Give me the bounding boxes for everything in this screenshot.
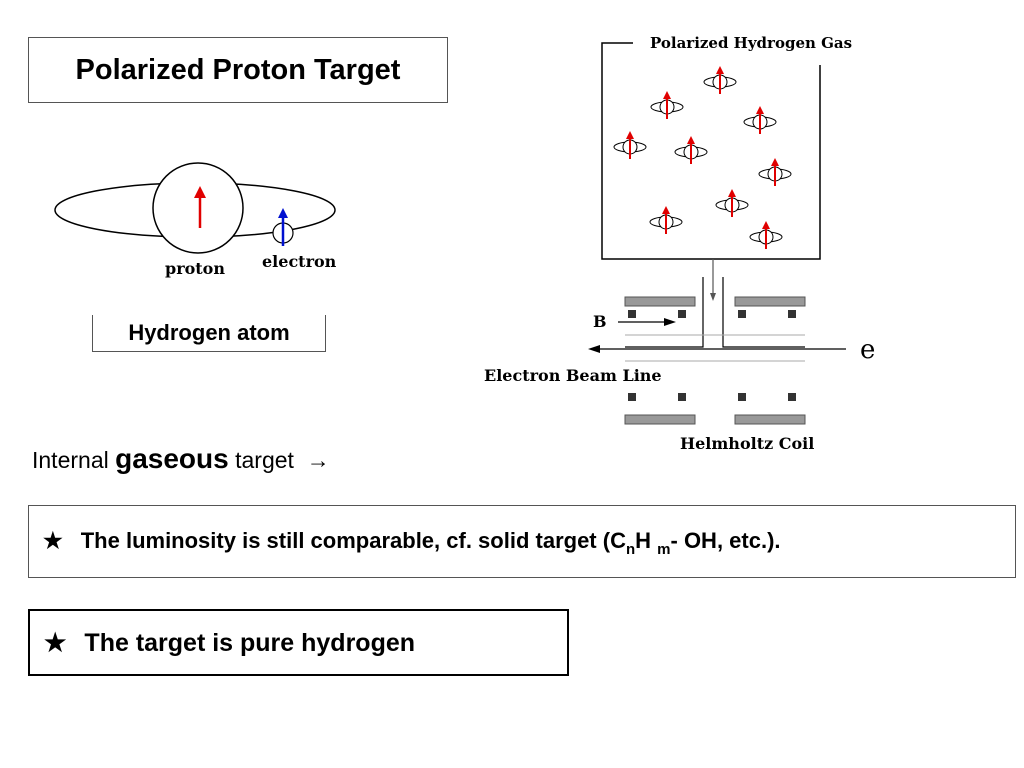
internal-prefix: Internal — [32, 447, 109, 473]
spin-atom — [715, 189, 749, 217]
spin-atom — [650, 91, 684, 119]
title-box: Polarized Proton Target — [28, 37, 448, 103]
page-title: Polarized Proton Target — [75, 54, 401, 86]
helmholtz-coils — [624, 296, 806, 425]
luminosity-text-a: The luminosity is still comparable, cf. … — [80, 528, 626, 553]
coil-block — [624, 296, 696, 318]
helmholtz-coil-label: Helmholtz Coil — [680, 434, 814, 453]
beam-line-label: Electron Beam Line — [484, 366, 662, 385]
luminosity-box: ★ The luminosity is still comparable, cf.… — [28, 505, 1016, 578]
hydrogen-atom-caption: Hydrogen atom — [128, 320, 290, 345]
pure-hydrogen-text: The target is pure hydrogen — [84, 629, 416, 657]
internal-target-line: Internal gaseous target → — [32, 443, 330, 475]
gas-label: Polarized Hydrogen Gas — [650, 34, 852, 52]
internal-suffix: target — [235, 447, 294, 473]
star-icon: ★ — [43, 528, 63, 553]
proton-spin-arrow — [194, 186, 206, 228]
electron-label: electron — [262, 252, 337, 271]
coil-block — [734, 393, 806, 425]
hydrogen-atom-diagram: proton electron — [54, 162, 337, 278]
internal-emphasis: gaseous — [115, 443, 229, 474]
coil-block — [734, 296, 806, 318]
gas-cell — [601, 42, 821, 260]
proton-sphere — [152, 162, 244, 254]
coil-block — [624, 393, 696, 425]
b-label: B — [593, 312, 607, 331]
b-field-arrow — [618, 318, 676, 326]
hydrogen-atom-caption-box: Hydrogen atom — [92, 315, 326, 352]
luminosity-text-h: H — [635, 528, 652, 553]
spin-atom — [743, 106, 777, 134]
electron-beam-arrow — [588, 345, 846, 353]
subscript-m: m — [657, 541, 671, 558]
spin-atom — [703, 66, 737, 94]
feed-tube — [625, 259, 805, 348]
spin-atom — [758, 158, 792, 186]
target-setup-diagram: Polarized Hydrogen Gas B e Electron Beam… — [484, 34, 875, 453]
subscript-n: n — [625, 541, 636, 558]
pure-hydrogen-box: ★ The target is pure hydrogen — [28, 609, 569, 676]
star-icon: ★ — [44, 629, 67, 657]
electron-spin-arrow — [278, 208, 288, 246]
electron-beam-e-label: e — [860, 335, 875, 365]
proton-label: proton — [165, 259, 225, 278]
luminosity-text-b: - OH, etc.). — [670, 528, 781, 553]
beam-pipe — [625, 334, 805, 362]
spin-atom — [649, 206, 683, 234]
spin-atom — [749, 221, 783, 249]
polarized-atoms — [613, 66, 792, 249]
right-arrow-icon: → — [306, 447, 330, 473]
spin-atom — [674, 136, 708, 164]
spin-atom — [613, 131, 647, 159]
